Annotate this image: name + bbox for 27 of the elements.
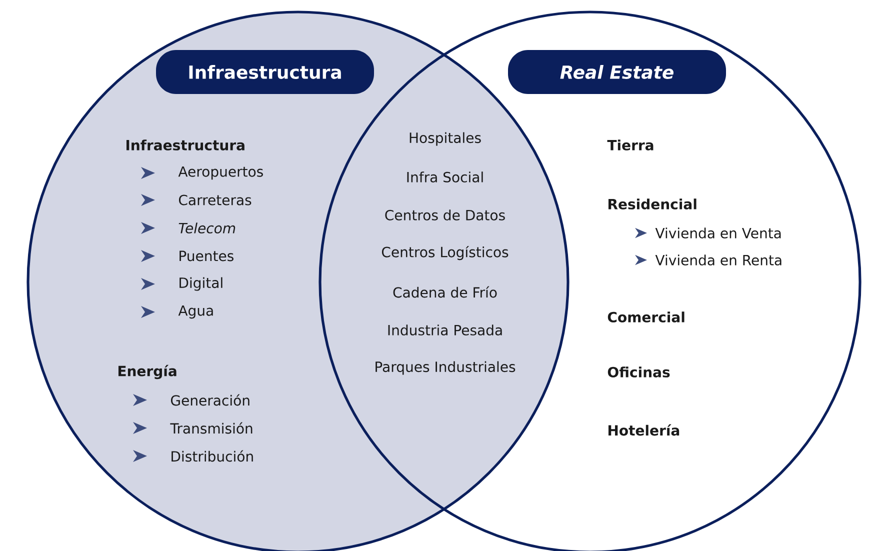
list-item: Carreteras <box>179 194 252 206</box>
list-item: Comercial <box>608 312 684 322</box>
list-item: Centros de Datos <box>385 210 505 220</box>
list-item: Tierra <box>607 140 654 150</box>
list-item: Generación <box>170 394 250 406</box>
heading-pill: Real Estate <box>508 50 726 94</box>
list-item: Centros Logísticos <box>382 246 508 260</box>
list-item: Energía <box>118 364 176 380</box>
list-item: Industria Pesada <box>388 324 502 336</box>
heading-pill: Infraestructura <box>156 50 374 94</box>
list-item: Cadena de Frío <box>393 286 497 298</box>
list-item: Vivienda en Renta <box>655 254 782 266</box>
list-item: Distribución <box>172 450 253 462</box>
list-item: Hotelería <box>608 424 680 436</box>
list-item: Parques Industriales <box>376 361 516 375</box>
list-item: Digital <box>180 277 222 291</box>
list-item: Puentes <box>180 250 234 262</box>
list-item: Oficinas <box>608 366 670 378</box>
list-item: Hospitales <box>410 132 481 146</box>
list-item: Aeropuertos <box>178 166 263 180</box>
list-item: Infraestructura <box>126 140 244 150</box>
list-item: Infra Social <box>407 172 483 182</box>
list-item: Vivienda en Venta <box>655 228 781 238</box>
list-item: Residencial <box>608 198 696 210</box>
list-item: Agua <box>178 305 213 319</box>
list-item: Transmisión <box>170 422 252 434</box>
list-item: Telecom <box>178 222 236 234</box>
